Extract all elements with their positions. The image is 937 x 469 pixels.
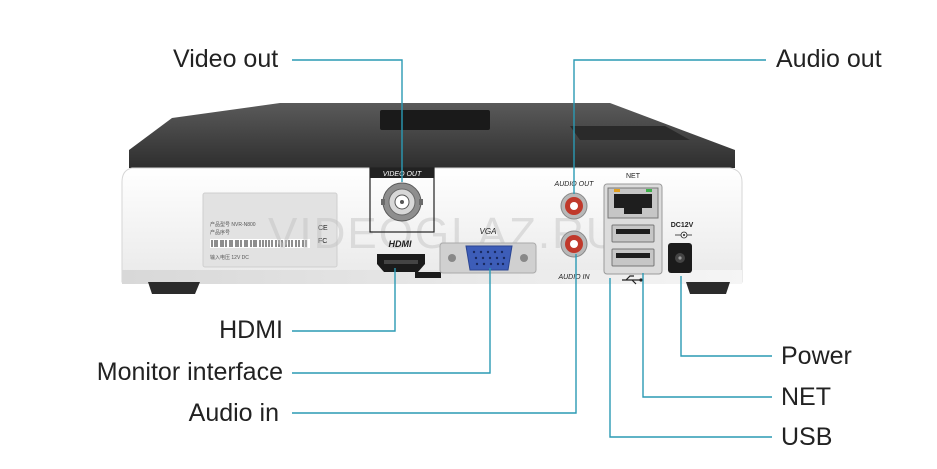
audio-in-port: AUDIO IN — [557, 230, 590, 281]
audio-in-label: AUDIO IN — [557, 274, 590, 281]
usb-symbol-icon — [622, 275, 643, 285]
hdmi-port: HDMI — [377, 239, 441, 278]
callout-power: Power — [781, 342, 852, 370]
vga-label: VGA — [480, 227, 497, 236]
dc-label: DC12V — [671, 222, 694, 229]
callout-net: NET — [781, 383, 831, 411]
right-foot — [686, 282, 730, 294]
leader-lines — [292, 59, 772, 438]
leader-power — [680, 276, 772, 357]
fc-mark: FC — [318, 238, 327, 245]
dc-power-port: DC12V — [668, 222, 694, 273]
callout-monitor-interface: Monitor interface — [96, 358, 283, 386]
ethernet-port — [607, 187, 659, 219]
vga-port: VGA — [439, 227, 537, 274]
dc-polarity-icon — [675, 231, 692, 239]
net-usb-block: NET — [603, 173, 663, 285]
small-slot — [415, 272, 441, 278]
leader-video-out — [292, 59, 403, 182]
callout-audio-out: Audio out — [776, 45, 882, 73]
barcode — [210, 239, 310, 248]
callout-usb: USB — [781, 423, 833, 451]
callout-audio-in: Audio in — [188, 399, 279, 427]
usb-ports — [611, 224, 655, 267]
leader-audio-out — [573, 59, 766, 194]
leader-usb — [609, 278, 772, 438]
leader-net — [642, 273, 772, 398]
leader-monitor — [292, 268, 491, 374]
model-line-3: 输入电压 12V DC — [210, 254, 249, 261]
left-foot — [148, 282, 200, 294]
leader-audio-in — [292, 254, 577, 414]
chassis-top — [129, 103, 735, 168]
model-line-2: 产品序号 — [210, 229, 230, 236]
model-label-sticker: 产品型号 NVR-N800 产品序号 输入电压 12V DC CE FC — [202, 192, 338, 268]
hdmi-label: HDMI — [389, 239, 412, 249]
callout-hdmi: HDMI — [219, 316, 283, 344]
callout-video-out: Video out — [173, 45, 279, 73]
leader-hdmi — [292, 268, 396, 332]
ce-mark: CE — [318, 225, 328, 232]
model-line-1: 产品型号 NVR-N800 — [210, 221, 256, 228]
net-label: NET — [626, 173, 641, 180]
